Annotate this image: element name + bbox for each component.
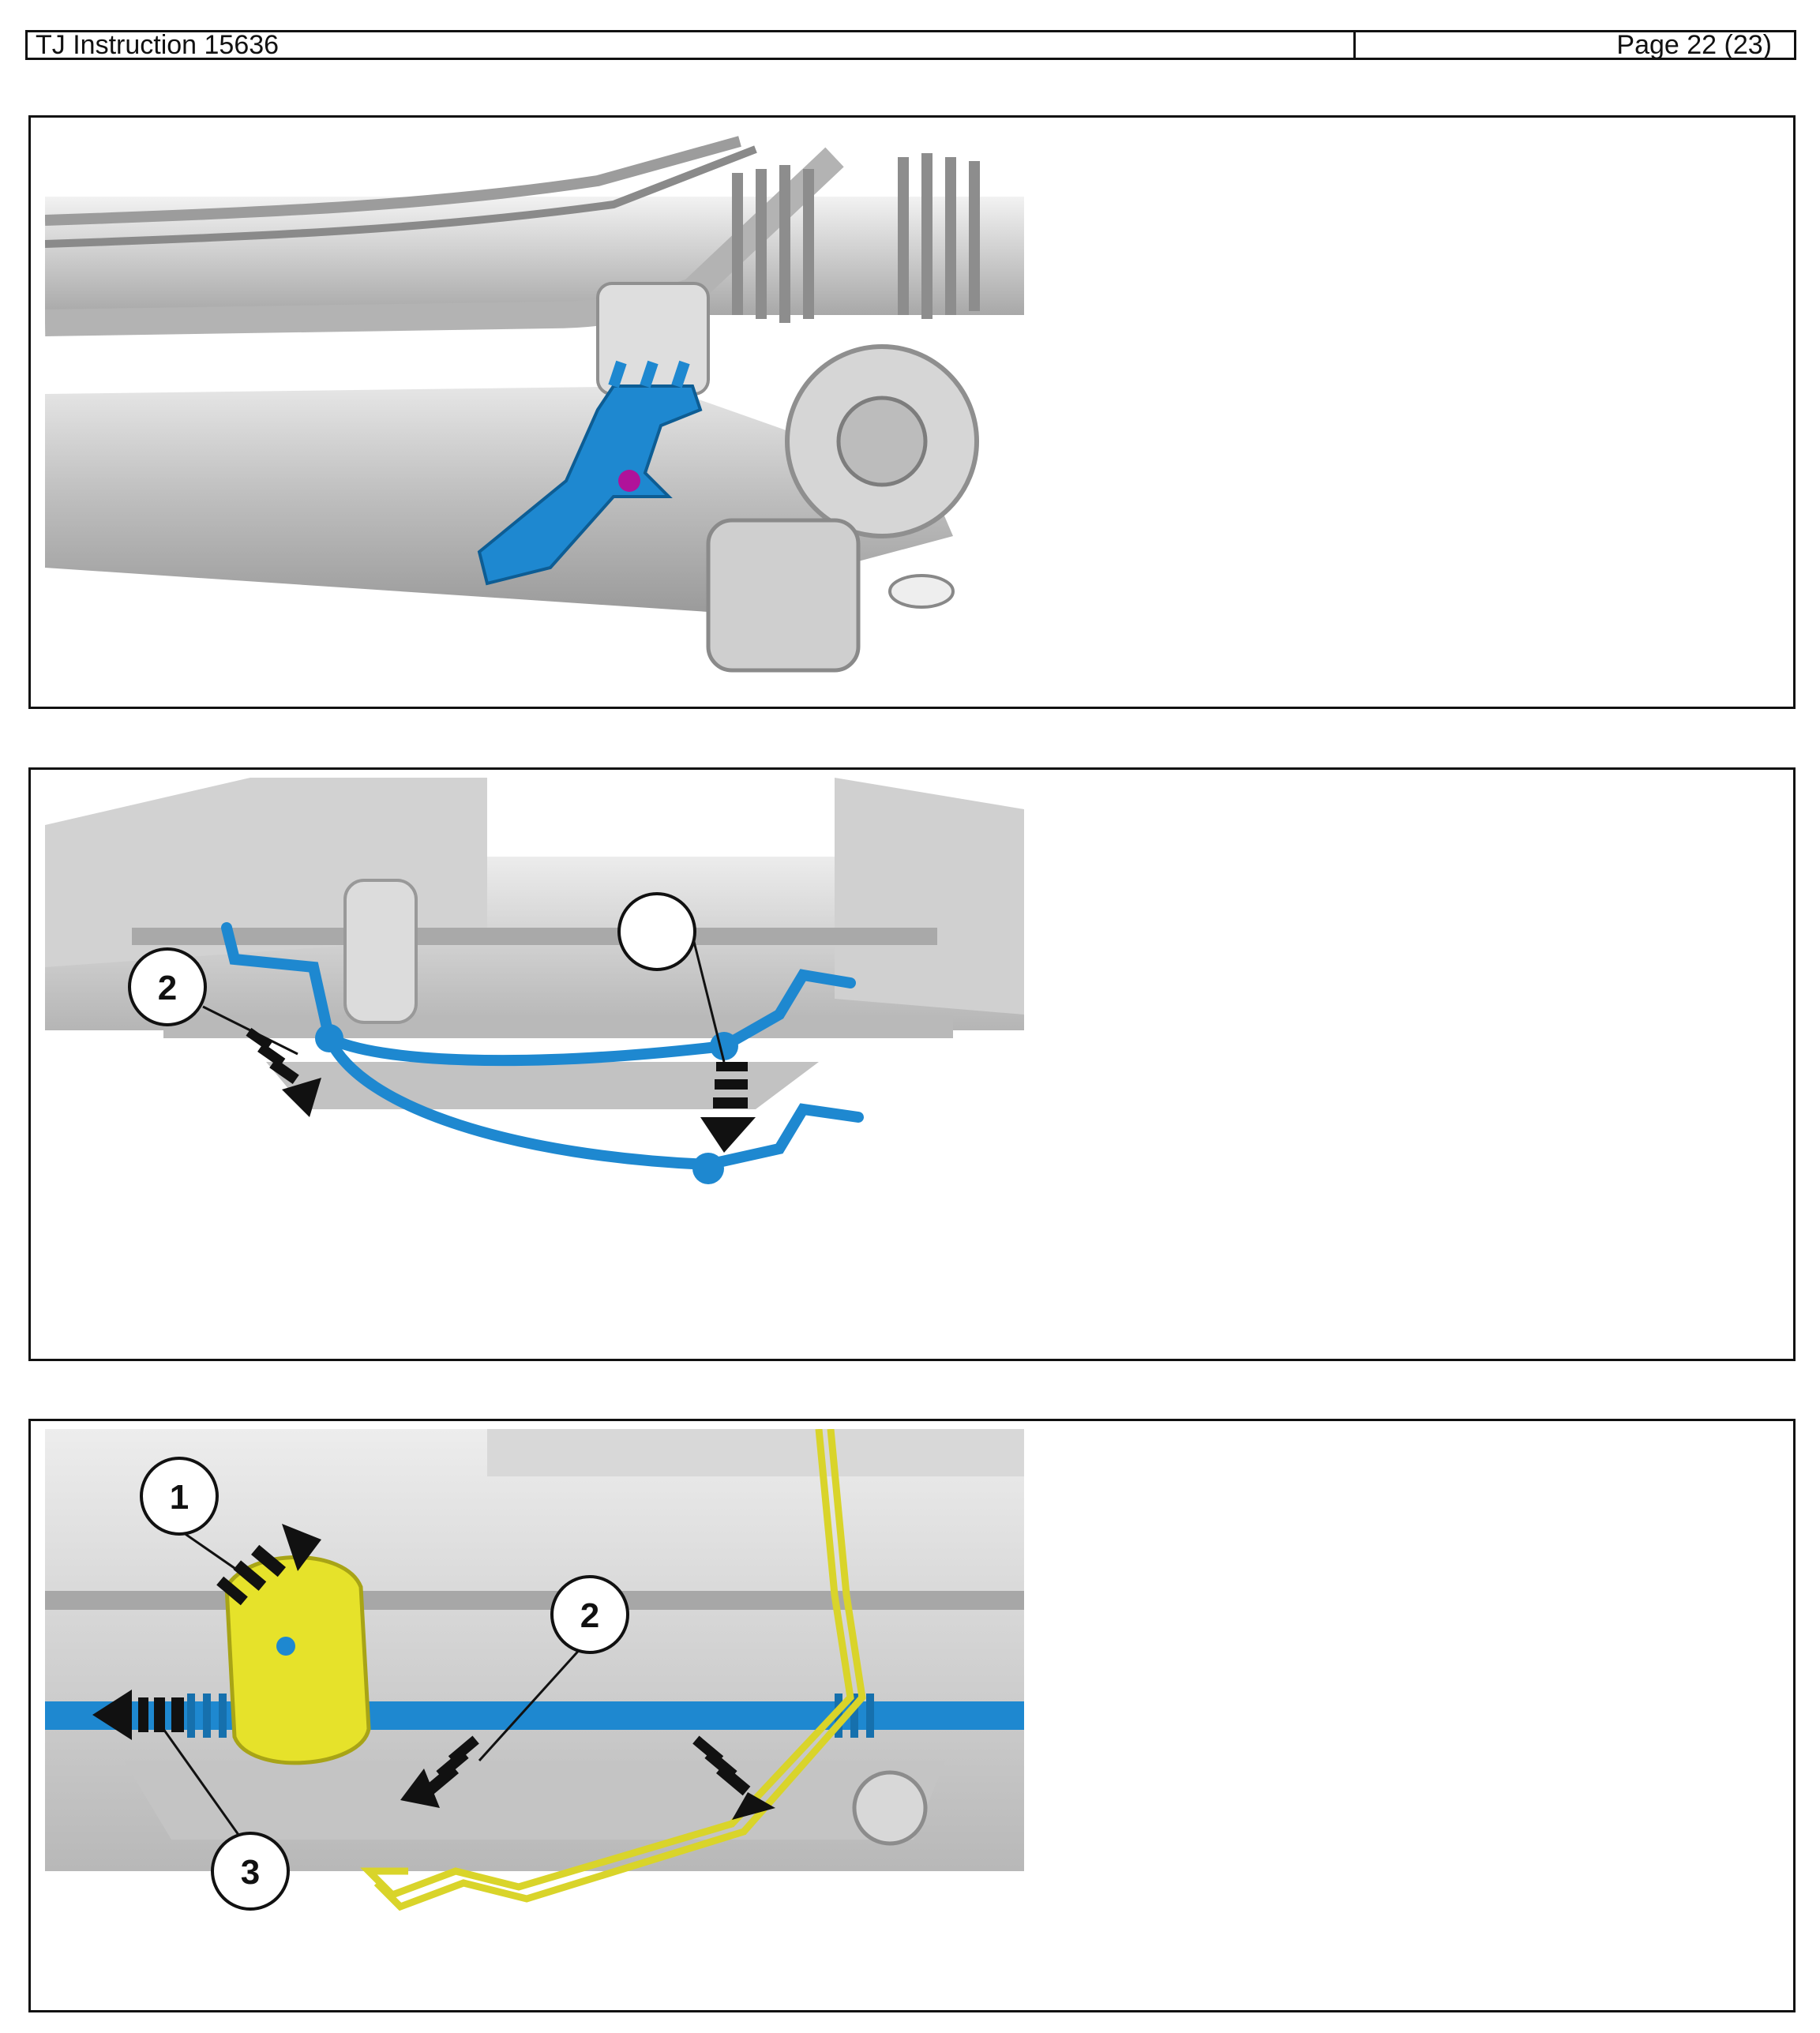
stabilizer-bracket xyxy=(477,384,703,586)
illustration-bracket-removal xyxy=(45,126,1024,694)
callout-2: 2 xyxy=(550,1575,629,1654)
figure-panel-3: 1 2 3 xyxy=(28,1419,1796,2012)
drive-shaft xyxy=(45,1591,1024,1610)
hydraulic-lines xyxy=(360,1429,866,1911)
callout-3: 3 xyxy=(211,1832,290,1911)
direction-arrow-2b xyxy=(692,1735,775,1820)
direction-arrow-2 xyxy=(246,1027,321,1117)
direction-arrow-3 xyxy=(92,1690,184,1740)
callout-3-label: 3 xyxy=(241,1853,260,1892)
illustration-steering-rack: 1 2 3 xyxy=(45,1429,1024,1997)
illustration-stabilizer-bar: 2 xyxy=(45,778,1024,1346)
mount-block xyxy=(706,518,861,673)
illustration-1-svg xyxy=(45,136,1024,673)
illustration-3-svg: 1 2 3 xyxy=(45,1429,1024,1911)
callout-2-label: 2 xyxy=(158,969,177,1007)
direction-arrow-2 xyxy=(400,1735,479,1808)
rack-bellows xyxy=(732,153,980,323)
page-number: Page 22 (23) xyxy=(1616,29,1772,60)
figure-panel-2: 2 xyxy=(28,767,1796,1361)
bolt-marker xyxy=(618,470,640,492)
figure-panel-1 xyxy=(28,115,1796,709)
callout-2: 2 xyxy=(128,947,207,1026)
heat-shield xyxy=(224,1555,371,1765)
callout-2-label: 2 xyxy=(580,1596,599,1635)
callout-1-label: 1 xyxy=(170,1478,189,1517)
document-header: TJ Instruction 15636 Page 22 (23) xyxy=(25,30,1796,60)
direction-arrow-1 xyxy=(700,1062,756,1153)
direction-arrow-1 xyxy=(216,1524,321,1606)
drive-shaft xyxy=(132,928,937,945)
illustration-2-svg: 2 xyxy=(45,778,1024,1184)
document-title: TJ Instruction 15636 xyxy=(28,30,1356,60)
callout-1 xyxy=(617,892,696,971)
callout-1: 1 xyxy=(140,1457,219,1536)
